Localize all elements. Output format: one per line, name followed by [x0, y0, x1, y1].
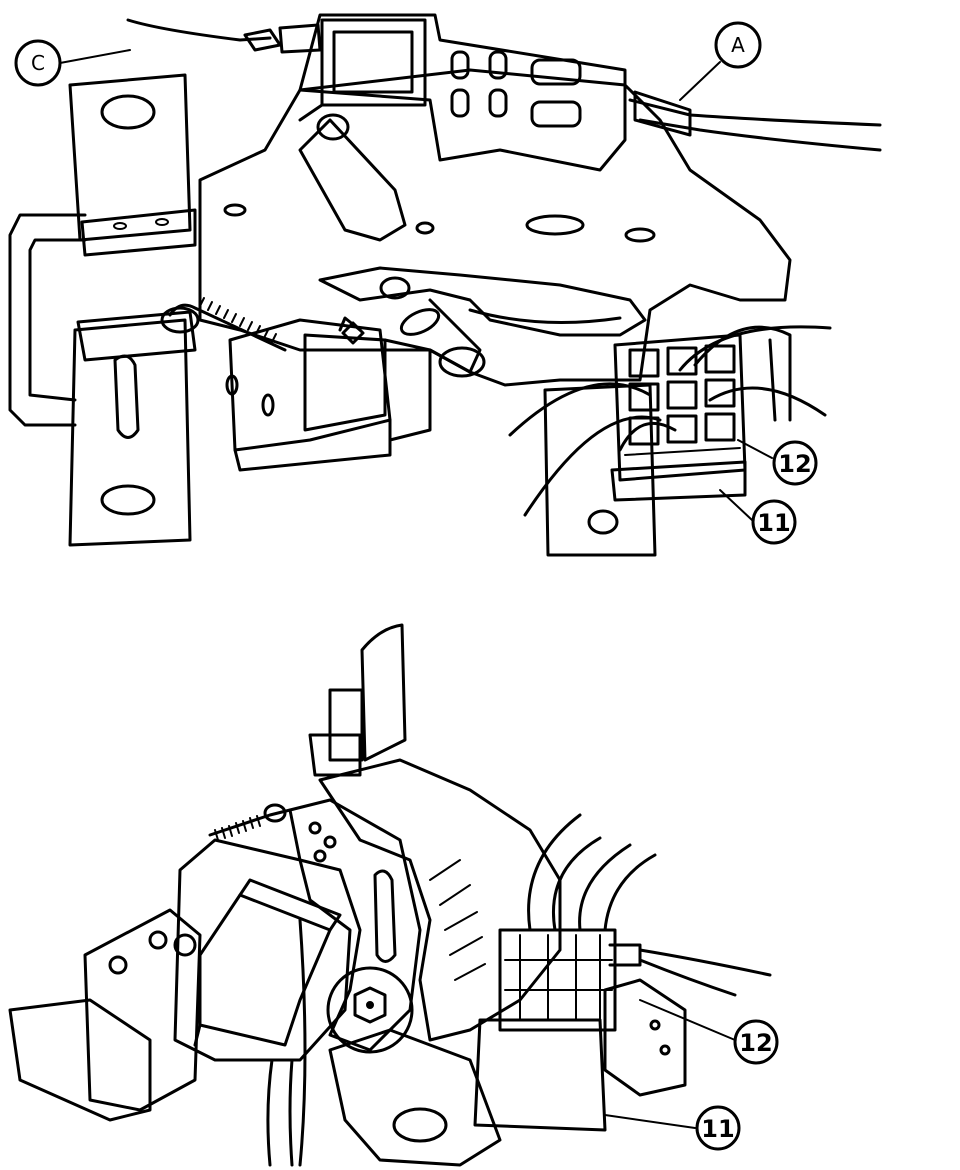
left-bracket-lower — [68, 310, 197, 547]
top-assembly-view: A C 12 11 — [8, 13, 882, 557]
shift-lever-arm — [298, 113, 407, 242]
leader-bottom-12 — [639, 999, 736, 1041]
callout-c-label: C — [31, 51, 45, 75]
wire-c — [126, 18, 322, 54]
left-frame-rail — [8, 213, 87, 427]
bottom-lower-cables — [266, 918, 307, 1167]
top-solenoid — [298, 18, 427, 122]
leader-top-12 — [737, 439, 773, 459]
bottom-right-bracket — [603, 978, 687, 1097]
callout-bottom-12: 12 — [733, 1019, 779, 1065]
bottom-connector — [473, 928, 642, 1132]
callout-top-12: 12 — [772, 440, 818, 486]
leader-c — [59, 49, 131, 64]
main-bracket — [198, 68, 792, 387]
pivot-nut — [326, 966, 414, 1054]
leader-top-11 — [719, 489, 753, 521]
callout-top-12-label: 12 — [778, 450, 811, 478]
wire-a — [628, 90, 882, 152]
spring — [160, 297, 287, 352]
top-harness-wires — [508, 325, 832, 517]
bottom-harness-wires — [527, 813, 772, 997]
callout-a-label: A — [731, 33, 745, 57]
bottom-solenoid — [173, 838, 352, 1062]
lower-bracket-hole — [392, 1107, 448, 1143]
callout-top-11-label: 11 — [757, 509, 790, 537]
bottom-bracket-ribs — [429, 859, 486, 981]
callout-c: C — [14, 39, 62, 87]
bracket-slots — [223, 50, 656, 243]
callout-a: A — [714, 21, 762, 69]
bottom-assembly-view: 12 11 — [8, 623, 779, 1167]
bottom-lever-plate — [288, 798, 422, 1052]
actuator-block — [225, 316, 432, 472]
column-tube — [308, 623, 407, 777]
bottom-upper-bracket — [318, 758, 562, 1042]
callout-bottom-11-label: 11 — [701, 1115, 734, 1143]
bottom-left-bracket — [8, 908, 202, 1122]
detent-plate — [318, 266, 647, 378]
callout-top-11: 11 — [751, 499, 797, 545]
callout-bottom-12-label: 12 — [739, 1029, 772, 1057]
top-cover-plate — [298, 13, 627, 172]
leader-a — [679, 61, 721, 101]
leader-bottom-11 — [604, 1114, 696, 1129]
callout-bottom-11: 11 — [695, 1105, 741, 1151]
bottom-spring — [208, 803, 292, 841]
left-bracket-upper — [68, 73, 197, 257]
right-mount-tab — [543, 383, 657, 557]
